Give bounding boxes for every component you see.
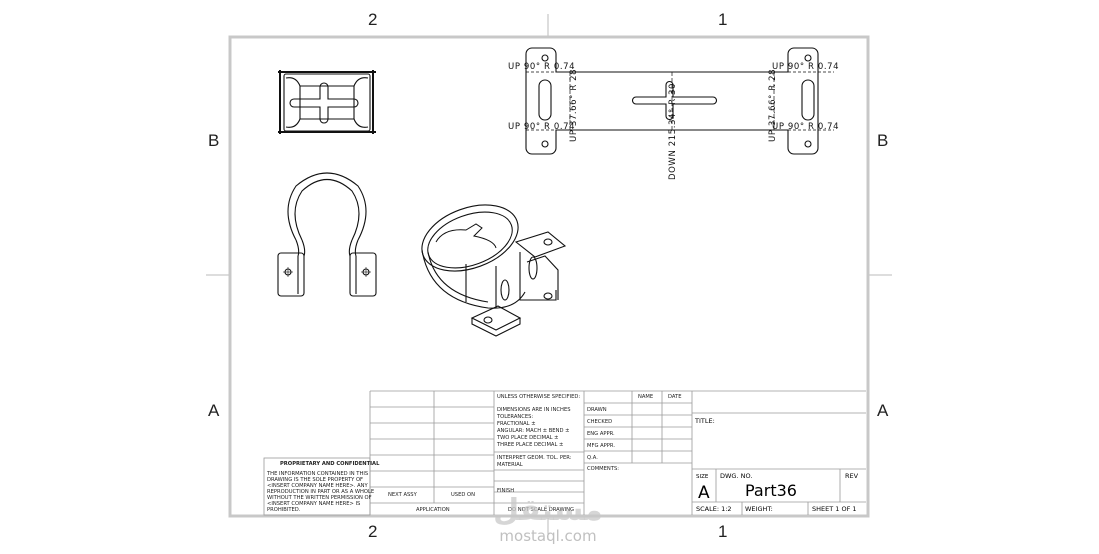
used-on-label: USED ON bbox=[451, 492, 475, 498]
proprietary-line-3: <INSERT COMPANY NAME HERE>. ANY bbox=[267, 483, 369, 489]
angular-tolerance: ANGULAR: MACH ± BEND ± bbox=[497, 428, 569, 434]
zone-label-right-b: B bbox=[877, 131, 889, 150]
dwg-no-value: Part36 bbox=[745, 481, 797, 500]
size-value: A bbox=[698, 483, 710, 503]
comments-label: COMMENTS: bbox=[587, 466, 619, 472]
zone-label-bottom-1: 1 bbox=[718, 522, 728, 541]
watermark-logo: مستقل bbox=[493, 493, 603, 528]
title-label: TITLE: bbox=[694, 417, 715, 425]
do-not-scale-label: DO NOT SCALE DRAWING bbox=[508, 507, 574, 513]
title-block-text: UNLESS OTHERWISE SPECIFIED: NAME DATE DI… bbox=[266, 394, 859, 513]
three-place-tolerance: THREE PLACE DECIMAL ± bbox=[496, 442, 563, 448]
zone-label-top-1: 1 bbox=[718, 10, 728, 29]
qa-label: Q.A. bbox=[587, 455, 598, 461]
next-assy-label: NEXT ASSY bbox=[388, 492, 418, 498]
bend-note-center: DOWN 215.34° R 30 bbox=[668, 83, 678, 180]
zone-label-top-2: 2 bbox=[368, 10, 378, 29]
two-place-tolerance: TWO PLACE DECIMAL ± bbox=[496, 435, 559, 441]
isometric-view bbox=[421, 204, 567, 337]
tolerances-label: TOLERANCES: bbox=[496, 414, 533, 420]
bend-note-up-top-right: UP 90° R 0.74 bbox=[772, 62, 839, 72]
bend-note-up-top-left: UP 90° R 0.74 bbox=[508, 62, 575, 72]
date-header: DATE bbox=[668, 394, 682, 400]
zone-label-left-b: B bbox=[208, 131, 220, 150]
dimensions-note: DIMENSIONS ARE IN INCHES bbox=[497, 407, 571, 413]
zone-label-left-a: A bbox=[208, 401, 220, 420]
bend-note-up-bottom-right: UP 90° R 0.74 bbox=[772, 122, 839, 132]
fractional-tolerance: FRACTIONAL ± bbox=[497, 421, 536, 427]
bend-note-left: UP 37.66° R 28 bbox=[569, 69, 579, 142]
eng-appr-label: ENG APPR. bbox=[587, 431, 615, 437]
mfg-appr-label: MFG APPR. bbox=[587, 443, 615, 449]
proprietary-line-5: WITHOUT THE WRITTEN PERMISSION OF bbox=[267, 495, 372, 501]
scale-label: SCALE: 1:2 bbox=[696, 505, 732, 513]
flat-pattern bbox=[525, 47, 834, 155]
top-view bbox=[278, 70, 376, 134]
interpret-geom-label: INTERPRET GEOM. TOL. PER: bbox=[497, 455, 572, 461]
proprietary-line-1: THE INFORMATION CONTAINED IN THIS bbox=[266, 471, 368, 477]
zone-label-right-a: A bbox=[877, 401, 889, 420]
sheet-border bbox=[228, 35, 870, 518]
bend-note-up-bottom-left: UP 90° R 0.74 bbox=[508, 122, 575, 132]
weight-label: WEIGHT: bbox=[745, 505, 773, 513]
drawn-label: DRAWN bbox=[587, 407, 607, 413]
dwg-no-label: DWG. NO. bbox=[720, 472, 752, 480]
proprietary-line-6: <INSERT COMPANY NAME HERE> IS bbox=[267, 501, 360, 507]
zone-label-bottom-2: 2 bbox=[368, 522, 378, 541]
sheet-label: SHEET 1 OF 1 bbox=[812, 505, 857, 513]
proprietary-line-7: PROHIBITED. bbox=[267, 507, 301, 513]
rev-label: REV bbox=[845, 472, 859, 480]
name-header: NAME bbox=[638, 394, 653, 400]
size-label: SIZE bbox=[696, 474, 709, 480]
proprietary-line-2: DRAWING IS THE SOLE PROPERTY OF bbox=[267, 477, 363, 483]
unless-specified-label: UNLESS OTHERWISE SPECIFIED: bbox=[497, 394, 580, 400]
front-view bbox=[277, 172, 377, 297]
bend-note-right: UP 37.66° R 28 bbox=[768, 69, 778, 142]
material-label: MATERIAL bbox=[497, 462, 523, 468]
finish-label: FINISH bbox=[497, 488, 514, 494]
proprietary-title: PROPRIETARY AND CONFIDENTIAL bbox=[280, 461, 380, 467]
watermark-url: mostaql.com bbox=[499, 527, 596, 545]
title-block bbox=[263, 390, 866, 516]
checked-label: CHECKED bbox=[587, 419, 612, 425]
proprietary-line-4: REPRODUCTION IN PART OR AS A WHOLE bbox=[267, 489, 374, 495]
application-label: APPLICATION bbox=[416, 507, 450, 513]
